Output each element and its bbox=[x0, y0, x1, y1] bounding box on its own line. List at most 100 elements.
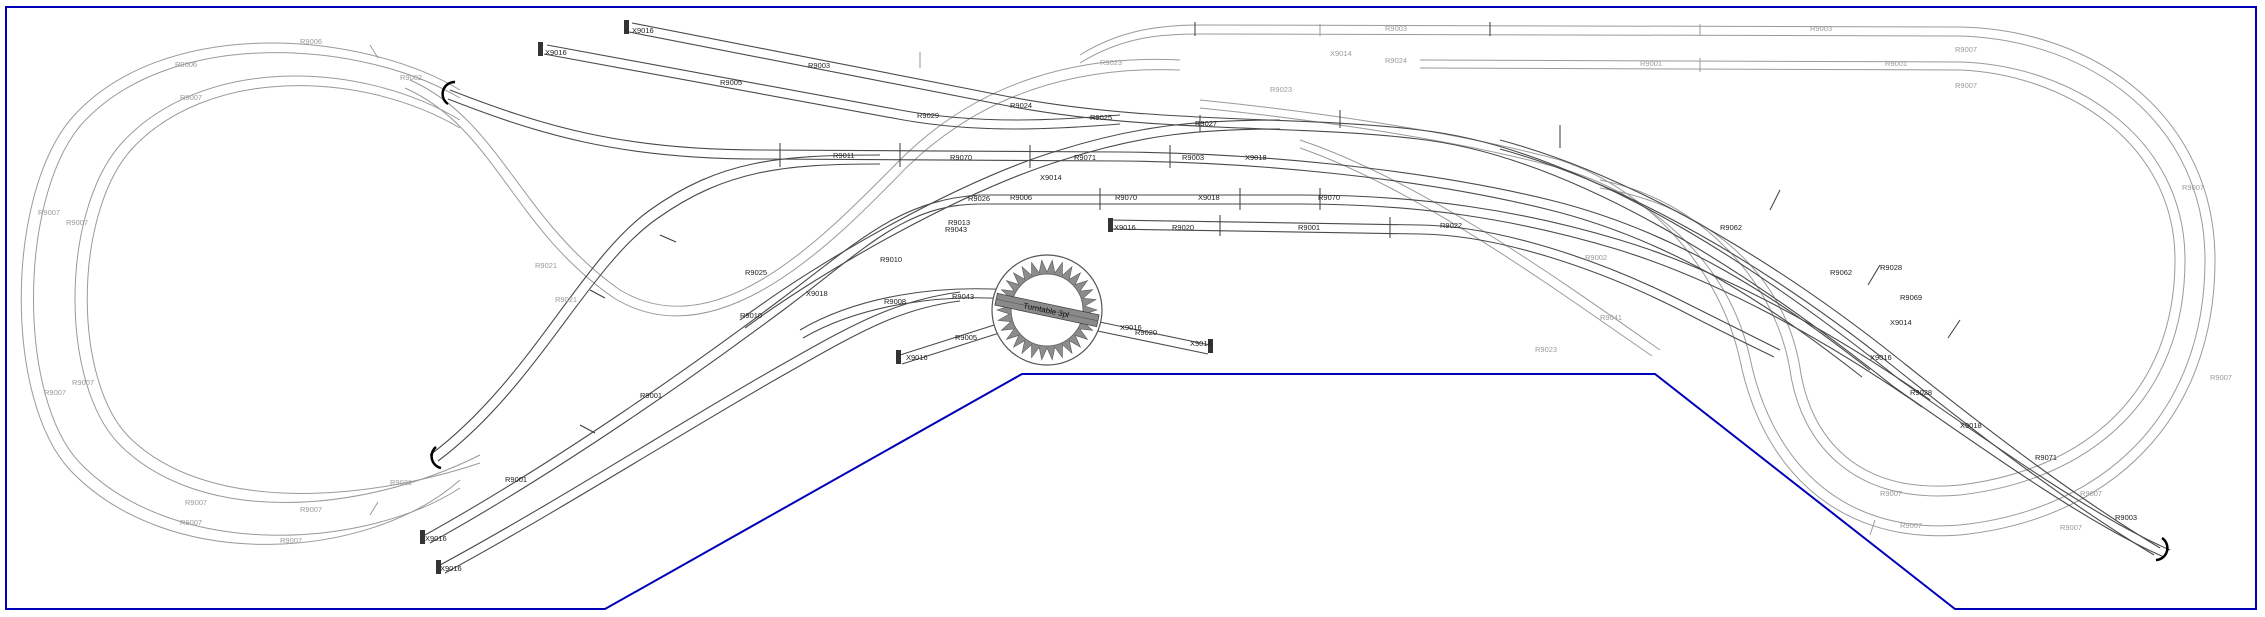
part-label: R9028 bbox=[1910, 388, 1932, 397]
part-label: R9010 bbox=[880, 255, 902, 264]
buffer-stop-top-siding bbox=[624, 20, 629, 34]
part-label: R9007 bbox=[44, 388, 66, 397]
track-middle-siding bbox=[1109, 219, 1781, 358]
part-label: R9021 bbox=[390, 478, 412, 487]
lower-track-outer-left-loop bbox=[20, 42, 461, 545]
part-label: R9020 bbox=[1135, 328, 1157, 337]
part-label: R9002 bbox=[1585, 253, 1607, 262]
part-label: R9025 bbox=[1090, 113, 1112, 122]
part-label: X9016 bbox=[1120, 323, 1142, 332]
part-label: R9007 bbox=[2080, 489, 2102, 498]
track-diagonal-one bbox=[424, 194, 1931, 544]
lower-track-middle bbox=[1199, 99, 1561, 169]
part-label: X9016 bbox=[632, 26, 654, 35]
track-second-siding bbox=[543, 44, 1121, 130]
track-left-curve-upper bbox=[447, 89, 1871, 378]
part-label: R9007 bbox=[300, 505, 322, 514]
part-label: R9043 bbox=[945, 225, 967, 234]
track-left-curve-lower bbox=[429, 154, 881, 462]
part-label: R9007 bbox=[180, 93, 202, 102]
lower-level-tracks bbox=[20, 24, 2216, 545]
part-label: R9003 bbox=[1182, 153, 1204, 162]
part-labels-lower: R9003 R9003 R9001 R9001 R9024 X9014 R900… bbox=[38, 24, 2232, 545]
part-label: R9007 bbox=[66, 218, 88, 227]
buffer-stop-bottom-right bbox=[2155, 536, 2169, 562]
track-turntable-approach-left bbox=[899, 319, 1013, 365]
part-label: R9001 bbox=[640, 391, 662, 400]
turntable: Turntable 3pl bbox=[991, 254, 1103, 366]
part-label: R9008 bbox=[884, 297, 906, 306]
part-label: R9003 bbox=[2115, 513, 2137, 522]
part-label: X9016 bbox=[1870, 353, 1892, 362]
part-label: R9007 bbox=[1955, 81, 1977, 90]
part-label: R9001 bbox=[1298, 223, 1320, 232]
part-label: X9016 bbox=[1190, 339, 1212, 348]
buffer-stop-tt-right bbox=[1208, 339, 1213, 353]
part-label: R9007 bbox=[280, 536, 302, 545]
buffer-stops bbox=[420, 20, 2169, 574]
part-label: X9018 bbox=[1960, 421, 1982, 430]
part-label: R9007 bbox=[38, 208, 60, 217]
part-label: R9021 bbox=[555, 295, 577, 304]
part-label: R9003 bbox=[808, 61, 830, 70]
part-label: R9011 bbox=[833, 151, 855, 160]
part-label: R9001 bbox=[1640, 59, 1662, 68]
part-label: R9070 bbox=[1318, 193, 1340, 202]
part-label: X9016 bbox=[1114, 223, 1136, 232]
buffer-stop-bottom-left-b bbox=[436, 560, 441, 574]
part-label: R9043 bbox=[952, 292, 974, 301]
part-label: R9025 bbox=[745, 268, 767, 277]
part-label: R9006 bbox=[300, 37, 322, 46]
lower-track-figure-eight bbox=[404, 58, 1181, 317]
part-label: R9005 bbox=[720, 78, 742, 87]
part-label: X9016 bbox=[440, 564, 462, 573]
part-label: R9062 bbox=[1720, 223, 1742, 232]
part-label: R9062 bbox=[1830, 268, 1852, 277]
part-label: R9007 bbox=[185, 498, 207, 507]
lower-track-right-loops bbox=[1559, 159, 2216, 537]
part-label: X9014 bbox=[1330, 49, 1352, 58]
part-label: X9016 bbox=[425, 534, 447, 543]
part-label: R9028 bbox=[1880, 263, 1902, 272]
part-label: X9016 bbox=[906, 353, 928, 362]
part-label: X9018 bbox=[1245, 153, 1267, 162]
part-label: R9070 bbox=[1115, 193, 1137, 202]
part-label: R9007 bbox=[72, 378, 94, 387]
part-label: R9006 bbox=[1010, 193, 1032, 202]
track-diagonal-two bbox=[439, 291, 961, 574]
lower-track-spur-right bbox=[1299, 139, 1661, 357]
part-label: R9007 bbox=[1880, 489, 1902, 498]
part-label: X9016 bbox=[545, 48, 567, 57]
track-crossing-diagonal bbox=[739, 119, 1281, 329]
baseboard-outline bbox=[5, 6, 2257, 610]
part-labels: X9016 X9016 R9003 R9005 R9029 R9024 R902… bbox=[425, 26, 2137, 573]
part-label: R9023 bbox=[1535, 345, 1557, 354]
lower-track-inner-left-loop bbox=[74, 75, 481, 503]
part-label: R9007 bbox=[1955, 45, 1977, 54]
part-label: R9007 bbox=[2060, 523, 2082, 532]
part-label: R9007 bbox=[180, 518, 202, 527]
part-label: X9018 bbox=[1198, 193, 1220, 202]
part-label: R9023 bbox=[1270, 85, 1292, 94]
track-right-converge bbox=[1499, 139, 2161, 556]
part-label: R9005 bbox=[955, 333, 977, 342]
part-label: R9007 bbox=[2210, 373, 2232, 382]
lower-track-top-straights bbox=[1079, 24, 2216, 261]
part-label: R9022 bbox=[1440, 221, 1462, 230]
track-joints bbox=[369, 22, 1961, 536]
buffer-stop-top-left bbox=[441, 80, 456, 106]
part-label: R9003 bbox=[1810, 24, 1832, 33]
part-label: R9013 bbox=[948, 218, 970, 227]
part-label: R9006 bbox=[175, 60, 197, 69]
part-label: R9070 bbox=[950, 153, 972, 162]
part-label: R9003 bbox=[1385, 24, 1407, 33]
part-label: R9020 bbox=[1172, 223, 1194, 232]
buffer-stop-tt-left bbox=[896, 350, 901, 364]
part-label: R9071 bbox=[2035, 453, 2057, 462]
buffer-stop-second-siding bbox=[538, 42, 543, 56]
upper-level-tracks bbox=[424, 22, 2171, 574]
part-label: X9018 bbox=[806, 289, 828, 298]
part-label: R9001 bbox=[1885, 59, 1907, 68]
track-top-siding bbox=[628, 22, 2171, 558]
